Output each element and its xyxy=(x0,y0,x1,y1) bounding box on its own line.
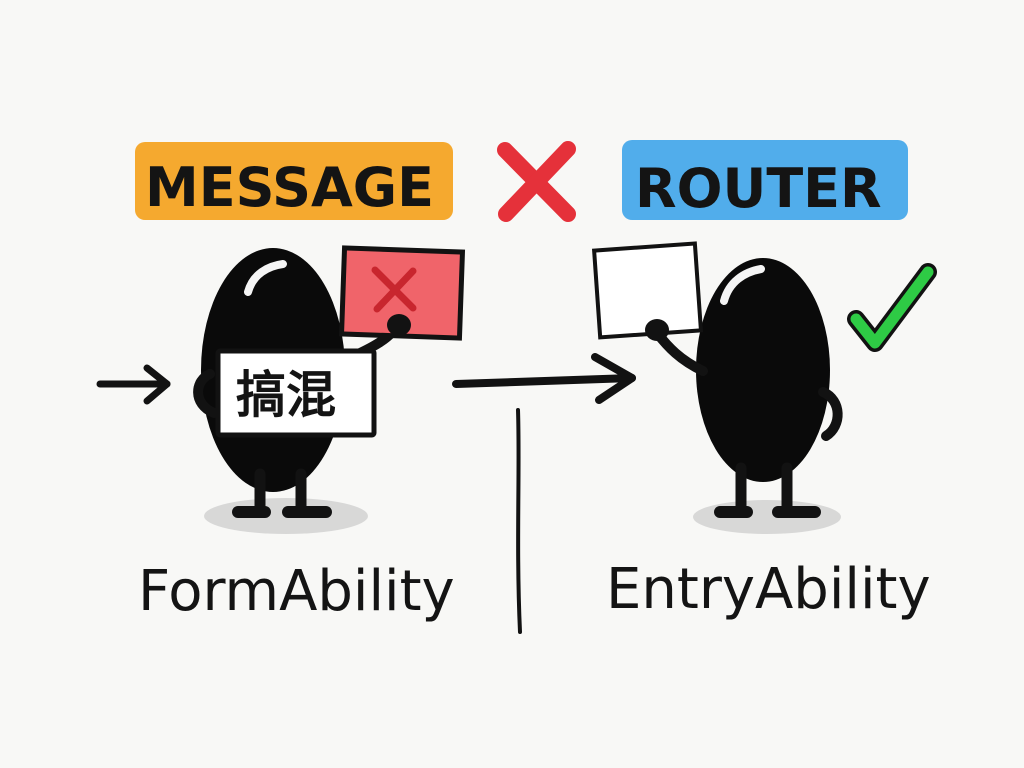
green-check-icon xyxy=(847,263,937,352)
label-formability: FormAbility xyxy=(138,559,455,624)
title-router: ROUTER xyxy=(635,157,882,220)
formability-character: 搞混 xyxy=(193,245,466,534)
title-message: MESSAGE xyxy=(145,156,434,219)
left-body-shine xyxy=(244,260,287,296)
message-highlight xyxy=(135,142,453,220)
right-hand xyxy=(645,319,669,341)
transfer-arrow-icon xyxy=(452,353,636,404)
right-body-shine xyxy=(720,265,765,305)
left-left-arm xyxy=(193,369,219,418)
left-sign xyxy=(215,348,377,438)
right-right-arm xyxy=(818,387,843,441)
red-cross-icon xyxy=(497,141,576,222)
router-highlight xyxy=(622,140,908,220)
right-floor-shadow xyxy=(693,500,841,534)
right-body xyxy=(696,258,830,482)
input-arrow-icon xyxy=(96,364,171,405)
label-entryability: EntryAbility xyxy=(606,557,931,622)
left-sign-text: 搞混 xyxy=(236,366,336,424)
red-card-cross-icon xyxy=(371,266,417,313)
left-hand xyxy=(387,314,411,336)
center-divider xyxy=(516,408,522,634)
entryability-character xyxy=(591,241,843,534)
